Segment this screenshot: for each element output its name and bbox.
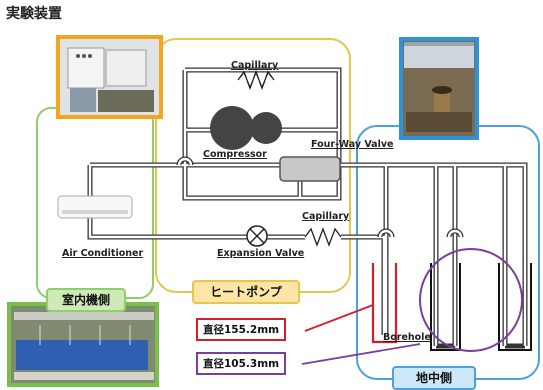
four-way-valve-icon <box>279 156 341 182</box>
ground-u-tube-2 <box>498 263 532 351</box>
heat-pump-photo <box>56 35 163 119</box>
measurement-circle <box>419 248 523 352</box>
pointer-small <box>301 343 421 365</box>
page-title: 実験装置 <box>6 6 62 22</box>
compressor-icon <box>210 106 282 150</box>
air-conditioner-label: Air Conditioner <box>62 248 144 259</box>
expansion-valve-label: Expansion Valve <box>217 248 305 259</box>
diameter-large-label: 直径155.2mm <box>196 318 287 341</box>
pointer-large <box>304 304 374 332</box>
capillary-top-label: Capillary <box>231 60 279 71</box>
capillary-bottom-zigzag <box>304 227 342 247</box>
expansion-valve-icon <box>246 225 268 247</box>
zone-label-underground: 地中側 <box>392 366 476 390</box>
ground-u-tube-1 <box>430 263 461 351</box>
diameter-small-label: 直径105.3mm <box>196 352 287 375</box>
four-way-valve-label: Four-Way Valve <box>311 139 394 150</box>
ground-photo <box>399 37 479 140</box>
pipe-network <box>87 67 528 349</box>
compressor-label: Compressor <box>203 149 267 160</box>
capillary-bottom-label: Capillary <box>302 211 350 222</box>
zone-label-indoor: 室内機側 <box>46 288 126 312</box>
air-conditioner-icon <box>57 195 133 219</box>
indoor-unit-photo <box>7 302 159 387</box>
zone-label-heat-pump: ヒートポンプ <box>192 280 300 304</box>
borehole-label: Borehole <box>383 332 431 343</box>
borehole-outline <box>371 263 398 344</box>
